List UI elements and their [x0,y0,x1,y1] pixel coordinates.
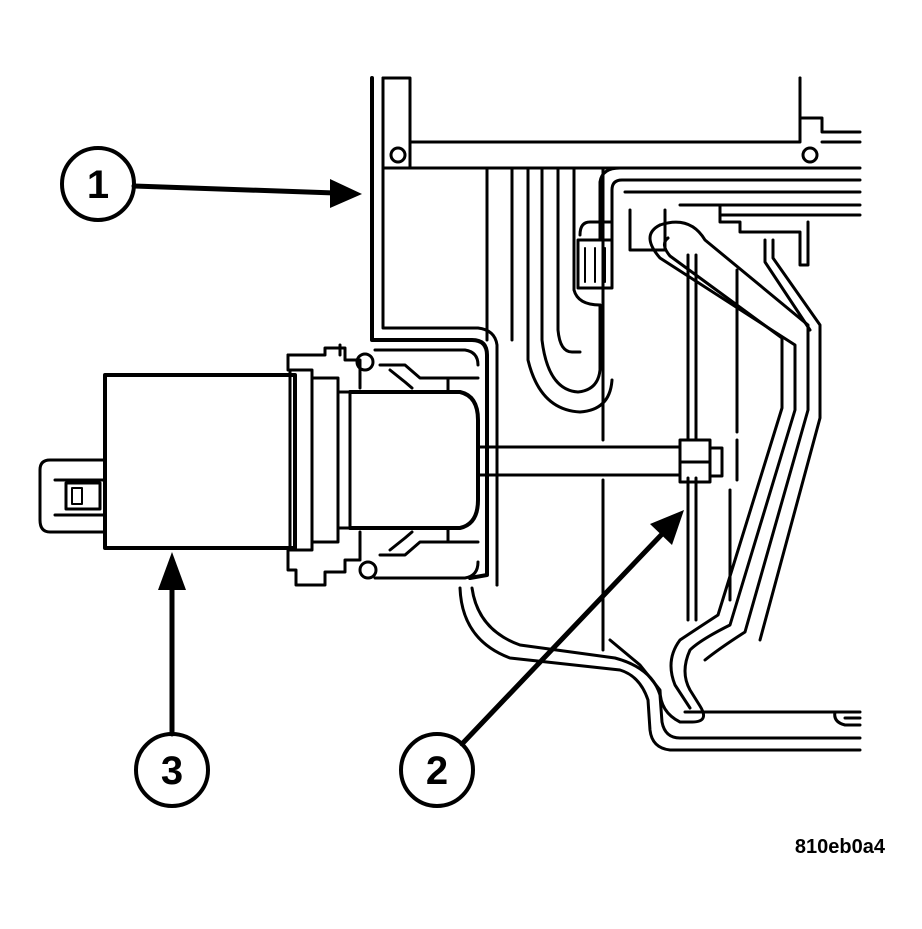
hose-loop [510,166,862,414]
callout-1-label: 1 [87,163,109,207]
tube-bundle [608,203,862,724]
callout-3-label: 3 [161,749,183,793]
callout-1: 1 [60,146,362,222]
housing-frame [370,76,862,652]
callout-2: 2 [399,510,684,808]
shaft [476,438,724,484]
figure-id: 810eb0a4 [795,836,886,858]
lower-casing [458,586,862,752]
callout-2-label: 2 [426,749,448,793]
callout-3: 3 [134,552,210,808]
actuator-solenoid [38,343,480,587]
